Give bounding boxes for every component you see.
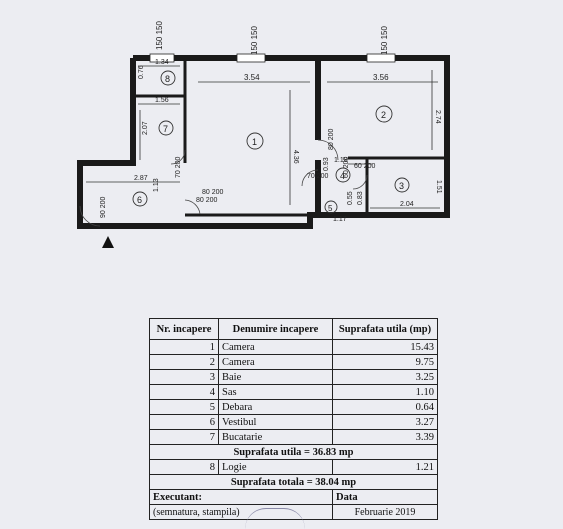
table-header-row: Nr. incapere Denumire incapere Suprafata… — [149, 318, 438, 340]
room-number: 5 — [328, 204, 333, 213]
executant-label: Executant: — [149, 489, 333, 505]
dim-sas-width: 1.18 — [334, 157, 348, 164]
row-name: Logie — [218, 459, 333, 475]
row-area: 3.27 — [332, 414, 438, 430]
dimension-labels: 3.54 3.56 1.34 0.76 1.56 2.07 4.36 2.74 … — [134, 59, 442, 223]
window-label: 150 150 — [250, 26, 259, 55]
row-name: Sas — [218, 384, 333, 400]
windows: 150 150 150 150 150 150 — [149, 21, 396, 63]
table-row-logie: 8 Logie 1.21 — [149, 459, 438, 475]
row-name: Baie — [218, 369, 333, 385]
dim-small-a: 0.55 — [347, 191, 354, 205]
dim-room8-width: 1.34 — [155, 59, 169, 66]
dim-room3-width: 2.04 — [400, 201, 414, 208]
room-number: 4 — [340, 171, 345, 181]
row-area: 1.21 — [332, 459, 438, 475]
date-value: Februarie 2019 — [332, 504, 438, 520]
row-area: 15.43 — [332, 339, 438, 355]
row-nr: 6 — [149, 414, 219, 430]
window-label: 150 150 — [380, 26, 389, 55]
row-name: Camera — [218, 339, 333, 355]
area-table: Nr. incapere Denumire incapere Suprafata… — [149, 318, 438, 520]
dim-small-c: 1.17 — [333, 216, 347, 223]
room-number: 6 — [137, 195, 142, 205]
row-name: Bucatarie — [218, 429, 333, 445]
doors: 70 200 80 200 80 200 70 200 60 200 60 20… — [79, 128, 376, 227]
dim-room8-height: 0.76 — [138, 65, 145, 79]
row-nr: 3 — [149, 369, 219, 385]
door-label: 80 200 — [202, 189, 224, 196]
dim-room7-width: 1.56 — [155, 97, 169, 104]
suprafata-utila: Suprafata utila = 36.83 mp — [149, 444, 438, 460]
stamp-mark — [245, 508, 305, 529]
door-label: 90 200 — [100, 196, 107, 218]
dim-small-b: 0.83 — [357, 191, 364, 205]
room-number: 3 — [399, 181, 404, 191]
col-header-name: Denumire incapere — [218, 318, 333, 340]
row-name: Camera — [218, 354, 333, 370]
dim-bedroom2-height: 2.74 — [434, 110, 441, 124]
row-nr: 2 — [149, 354, 219, 370]
room-number: 1 — [252, 137, 257, 147]
suprafata-totala: Suprafata totala = 38.04 mp — [149, 474, 438, 490]
table-row: 4 Sas 1.10 — [149, 384, 438, 400]
row-nr: 7 — [149, 429, 219, 445]
dim-small-d: 0.93 — [323, 157, 330, 171]
col-header-area: Suprafata utila (mp) — [332, 318, 438, 340]
dim-room7-height: 2.07 — [142, 121, 149, 135]
door-label: 60 200 — [343, 156, 350, 178]
room-number: 8 — [165, 74, 170, 84]
row-nr: 5 — [149, 399, 219, 415]
room-number: 7 — [163, 124, 168, 134]
door-label: 80 200 — [196, 197, 218, 204]
entrance-arrow-icon — [102, 236, 114, 248]
row-nr: 4 — [149, 384, 219, 400]
door-label: 80 200 — [328, 128, 335, 150]
row-area: 0.64 — [332, 399, 438, 415]
table-row: 1 Camera 15.43 — [149, 339, 438, 355]
row-nr: 8 — [149, 459, 219, 475]
col-header-nr: Nr. incapere — [149, 318, 219, 340]
table-row: 2 Camera 9.75 — [149, 354, 438, 370]
footer-row: Executant: Data — [149, 489, 438, 505]
door-label: 70 200 — [175, 156, 182, 178]
door-label: 60 200 — [354, 163, 376, 170]
room-numbers: 8 7 1 2 3 4 5 6 — [132, 70, 410, 214]
dim-hall-width: 2.87 — [134, 175, 148, 182]
row-area: 3.39 — [332, 429, 438, 445]
dim-bedroom2-width: 3.56 — [373, 73, 389, 82]
signature-note: (semnatura, stampila) — [149, 504, 333, 520]
row-area: 9.75 — [332, 354, 438, 370]
dim-bedroom1-height: 4.36 — [292, 150, 299, 164]
table-row: 7 Bucatarie 3.39 — [149, 429, 438, 445]
dimension-lines — [86, 65, 440, 209]
row-nr: 1 — [149, 339, 219, 355]
summary-row-totala: Suprafata totala = 38.04 mp — [149, 474, 438, 490]
summary-row-utila: Suprafata utila = 36.83 mp — [149, 444, 438, 460]
row-name: Debara — [218, 399, 333, 415]
table-row: 5 Debara 0.64 — [149, 399, 438, 415]
floor-plan: 150 150 150 150 150 150 3.54 3.56 1.34 0… — [77, 21, 450, 248]
walls — [77, 55, 450, 229]
dim-room3-height: 1.51 — [435, 180, 442, 194]
window-label: 150 150 — [155, 21, 164, 50]
room-number: 2 — [381, 110, 386, 120]
table-row: 3 Baie 3.25 — [149, 369, 438, 385]
dim-bedroom1-width: 3.54 — [244, 73, 260, 82]
data-label: Data — [332, 489, 438, 505]
dim-hall-height: 1.13 — [153, 178, 160, 192]
row-area: 1.10 — [332, 384, 438, 400]
row-name: Vestibul — [218, 414, 333, 430]
table-row: 6 Vestibul 3.27 — [149, 414, 438, 430]
door-label: 70 200 — [307, 173, 329, 180]
row-area: 3.25 — [332, 369, 438, 385]
room-area-table: Nr. incapere Denumire incapere Suprafata… — [149, 318, 438, 520]
